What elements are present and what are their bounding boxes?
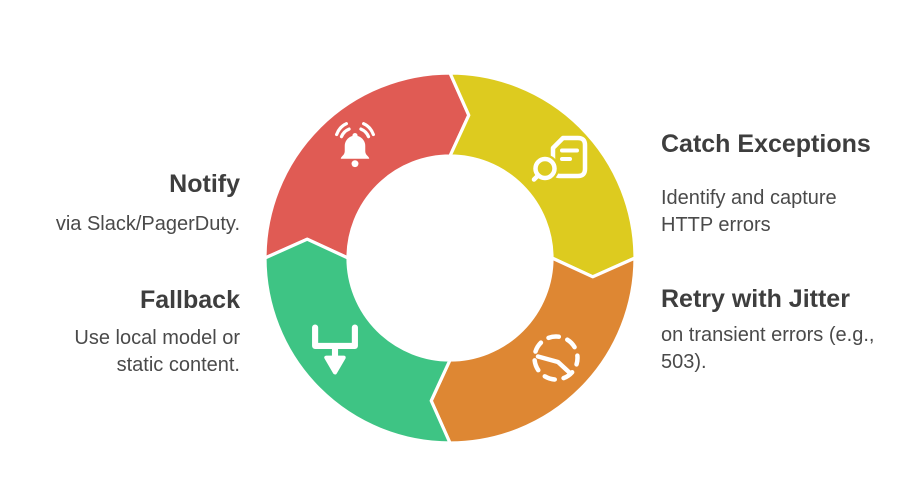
step-description-retry-with-jitter: on transient errors (e.g., 503). (661, 324, 875, 373)
step-description-catch-exceptions: Identify and capture HTTP errors (661, 187, 837, 236)
step-description-notify: via Slack/PagerDuty. (55, 213, 240, 235)
step-description-fallback: Use local model or static content. (74, 327, 240, 376)
dashed-circle-jitter-icon (532, 334, 580, 382)
bell-clapper (351, 160, 359, 168)
step-title-retry-with-jitter: Retry with Jitter (661, 285, 850, 313)
jitter-hand (535, 354, 573, 376)
document-text-lines (560, 148, 579, 161)
step-block-notify: Notify via Slack/PagerDuty. (30, 170, 240, 238)
merge-down-arrow-icon (312, 324, 358, 375)
segment-notify (263, 71, 471, 260)
magnifier-lens (533, 156, 557, 181)
magnifier-handle (531, 173, 541, 182)
step-block-catch-exceptions: Catch Exceptions Identify and capture HT… (661, 130, 871, 238)
dashed-circle (532, 334, 580, 382)
step-title-notify: Notify (169, 170, 240, 198)
bell-wave-right-icon (359, 122, 375, 139)
bell-alert-icon (335, 122, 375, 168)
step-block-retry-with-jitter: Retry with Jitter on transient errors (e… (661, 285, 881, 375)
segment-retry-with-jitter (429, 256, 637, 445)
bell-nub (352, 132, 358, 139)
document-search-icon (528, 135, 588, 185)
bell-wave-left-icon (335, 122, 351, 139)
step-title-fallback: Fallback (139, 286, 240, 314)
step-block-fallback: Fallback Use local model or static conte… (45, 286, 240, 378)
bell-body (340, 135, 370, 159)
merge-bracket (312, 324, 358, 349)
merge-arrowhead (324, 355, 346, 375)
step-title-catch-exceptions: Catch Exceptions (661, 130, 871, 158)
